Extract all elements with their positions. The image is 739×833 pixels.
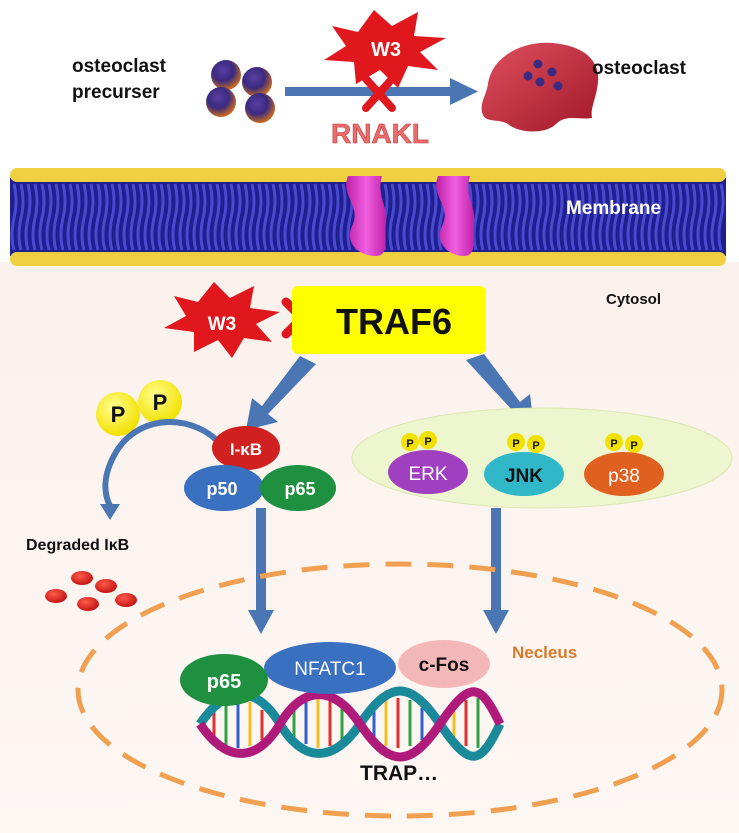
differentiation-arrow	[285, 78, 478, 105]
jnk-phospho-icon	[507, 433, 545, 453]
w3-label-top: W3	[371, 39, 401, 61]
phosphate-label-2: P	[153, 390, 168, 415]
phosphate-pair-icon	[96, 380, 182, 436]
nfatc1-label: NFATC1	[294, 659, 365, 680]
nfatc1-protein	[264, 642, 396, 694]
phosphate-label-1: P	[111, 402, 126, 427]
w3-burst-top-icon	[324, 10, 446, 88]
erk-phospho-icon	[401, 431, 437, 451]
erk-p2: P	[424, 436, 431, 448]
erk-p1: P	[406, 438, 413, 450]
trap-gene-label: TRAP…	[360, 762, 438, 785]
degradation-arrow	[100, 419, 225, 520]
erk-protein	[388, 450, 468, 494]
precursor-label-line1: osteoclast	[72, 56, 167, 77]
p38-protein	[584, 452, 664, 496]
degraded-fragments-icon	[45, 571, 137, 611]
nucleus-p65-label: p65	[207, 671, 241, 693]
p65-protein	[260, 465, 336, 511]
traf6-box	[292, 286, 486, 354]
nucleus-p65-protein	[180, 654, 268, 706]
p38-phospho-icon	[605, 433, 643, 453]
p50-protein	[184, 465, 264, 511]
ikb-protein	[212, 426, 280, 470]
erk-label: ERK	[408, 464, 447, 485]
osteoclast-label: osteoclast	[592, 58, 687, 79]
cytosol-label: Cytosol	[606, 291, 661, 308]
precursor-label-line2: precurser	[72, 82, 160, 103]
cfos-label: c-Fos	[419, 655, 470, 676]
nucleus-boundary	[75, 561, 725, 819]
membrane-channel-icon	[346, 176, 475, 256]
jnk-protein	[484, 452, 564, 496]
traf6-to-nfkb-arrow	[246, 356, 316, 430]
p38-p1: P	[610, 438, 617, 450]
p38-p2: P	[630, 440, 637, 452]
nfkb-to-nucleus-arrow	[248, 508, 274, 634]
p38-label: p38	[608, 466, 640, 487]
p65-label: p65	[284, 479, 315, 499]
w3-label-cytosol: W3	[208, 314, 237, 335]
cfos-protein	[398, 640, 490, 688]
dna-helix-icon	[196, 686, 505, 762]
membrane-label: Membrane	[566, 198, 661, 219]
w3-burst-cytosol-icon	[164, 282, 280, 358]
precursor-cells-icon	[206, 60, 275, 123]
degraded-ikb-label: Degraded IκB	[26, 537, 129, 554]
ikb-label: I-κB	[230, 440, 262, 459]
jnk-p2: P	[532, 440, 539, 452]
jnk-p1: P	[512, 438, 519, 450]
p50-label: p50	[206, 479, 237, 499]
nucleus-label: Necleus	[512, 643, 577, 662]
rnakl-label: RNAKL	[331, 118, 429, 149]
mapk-to-nucleus-arrow	[483, 508, 509, 634]
traf6-label: TRAF6	[336, 301, 452, 342]
jnk-label: JNK	[505, 466, 543, 487]
block-x-top-icon	[362, 75, 396, 112]
osteoclast-cell-icon	[481, 42, 599, 132]
